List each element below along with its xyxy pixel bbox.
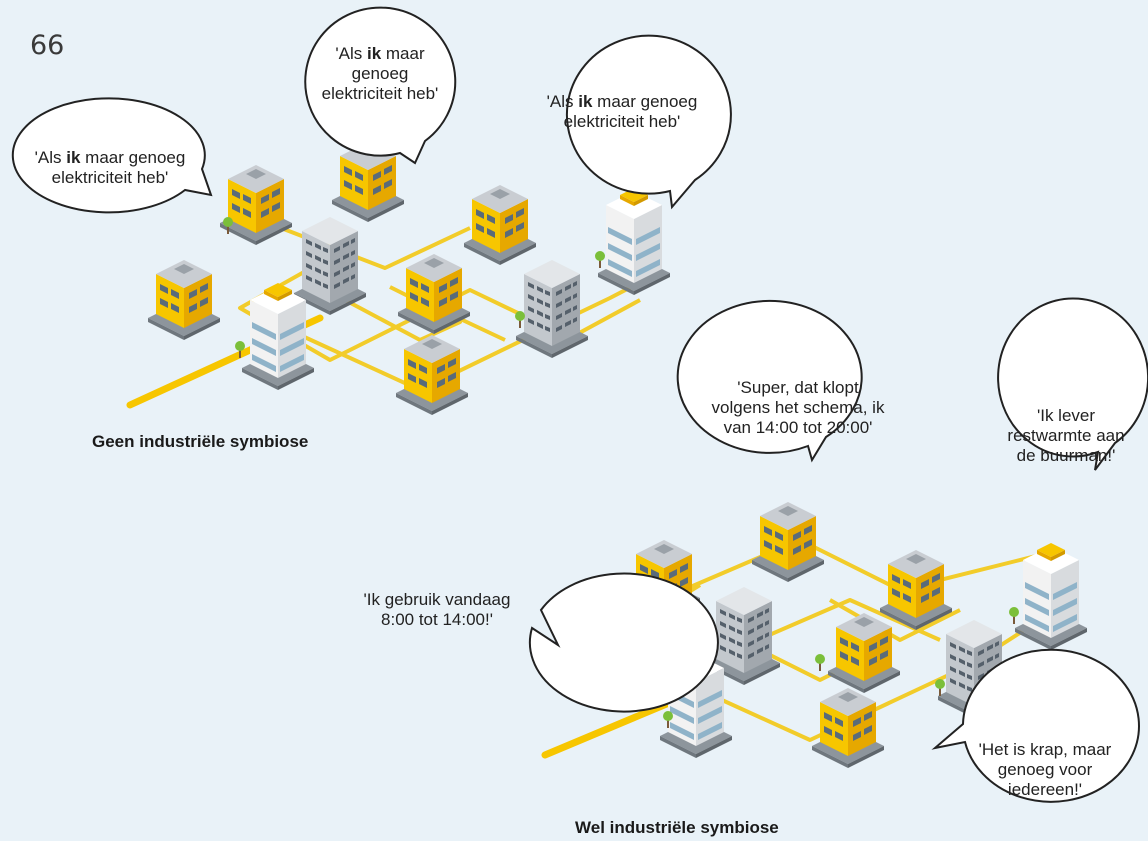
building [396, 335, 468, 415]
speech-bubble-text: 'Als ik maar genoeg elektriciteit heb' [546, 92, 698, 131]
building [242, 283, 314, 390]
building [1015, 543, 1087, 650]
tree [515, 311, 525, 328]
speech-bubble-gebruik [528, 572, 719, 713]
building [148, 260, 220, 340]
tree [595, 251, 605, 268]
speech-bubble-super [676, 299, 863, 463]
speech-bubble-text: 'Super, dat klopt volgens het schema, ik… [711, 378, 885, 437]
speech-bubble-center-top [304, 6, 457, 165]
caption-symbiosis: Wel industriële symbiose [575, 818, 779, 837]
building [828, 613, 900, 693]
speech-bubble-text: 'Ik gebruik vandaag 8:00 tot 14:00!' [363, 590, 511, 629]
speech-bubble-text: 'Ik lever restwarmte aan de buurman!' [1007, 406, 1125, 465]
building [752, 502, 824, 582]
speech-bubble-text: 'Als ik maar genoeg elektriciteit heb' [321, 44, 439, 103]
tree [1009, 607, 1019, 624]
building [812, 688, 884, 768]
building [464, 185, 536, 265]
speech-bubble-right-top [565, 34, 732, 210]
speech-bubble-text: 'Het is krap, maar genoeg voor iedereen!… [978, 740, 1112, 799]
speech-bubble-text: 'Als ik maar genoeg elektriciteit heb' [34, 148, 186, 187]
page-number: 66 [30, 30, 65, 61]
building [516, 260, 588, 358]
scene-no-symbiosis [126, 142, 670, 415]
building [220, 165, 292, 245]
speech-bubble-krap [931, 648, 1140, 803]
caption-no-symbiosis: Geen industriële symbiose [92, 432, 309, 451]
speech-bubble-left-top [11, 97, 213, 214]
tree [815, 654, 825, 671]
building [598, 188, 670, 295]
